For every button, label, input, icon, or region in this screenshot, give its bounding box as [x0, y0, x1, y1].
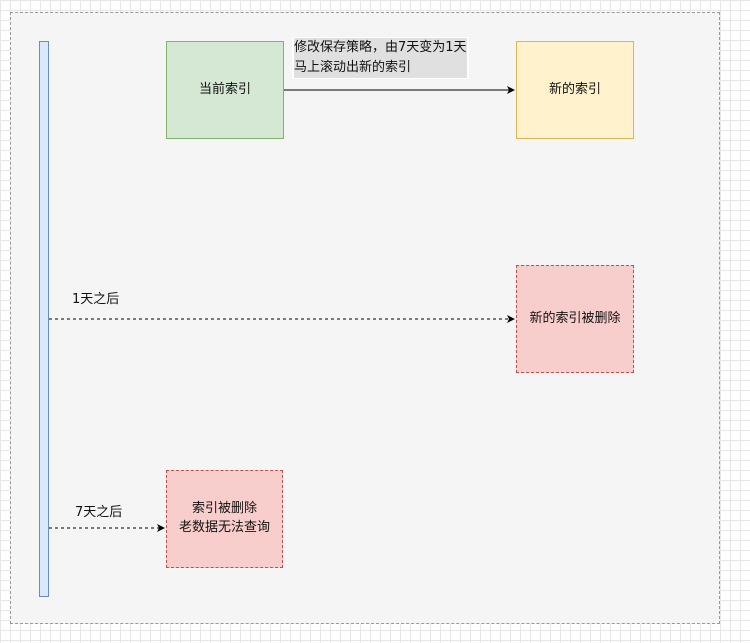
rollover-edge-label-line1: 修改保存策略，由7天变为1天	[294, 38, 467, 58]
new-index-label: 新的索引	[548, 81, 601, 97]
rollover-edge-label: 修改保存策略，由7天变为1天 马上滚动出新的索引	[292, 37, 469, 79]
rollover-edge-label-line2: 马上滚动出新的索引	[294, 58, 467, 78]
new-index-node: 新的索引	[516, 41, 634, 139]
old-index-deleted-label: 索引被删除 老数据无法查询	[178, 501, 270, 535]
current-index-node: 当前索引	[166, 41, 284, 139]
timeline-bar	[39, 41, 49, 597]
old-index-deleted-node: 索引被删除 老数据无法查询	[166, 470, 283, 568]
current-index-label: 当前索引	[198, 81, 251, 97]
new-index-deleted-node: 新的索引被删除	[516, 265, 634, 373]
after-seven-days-label: 7天之后	[75, 505, 123, 520]
after-one-day-label: 1天之后	[72, 292, 120, 307]
new-index-deleted-label: 新的索引被删除	[529, 310, 621, 326]
